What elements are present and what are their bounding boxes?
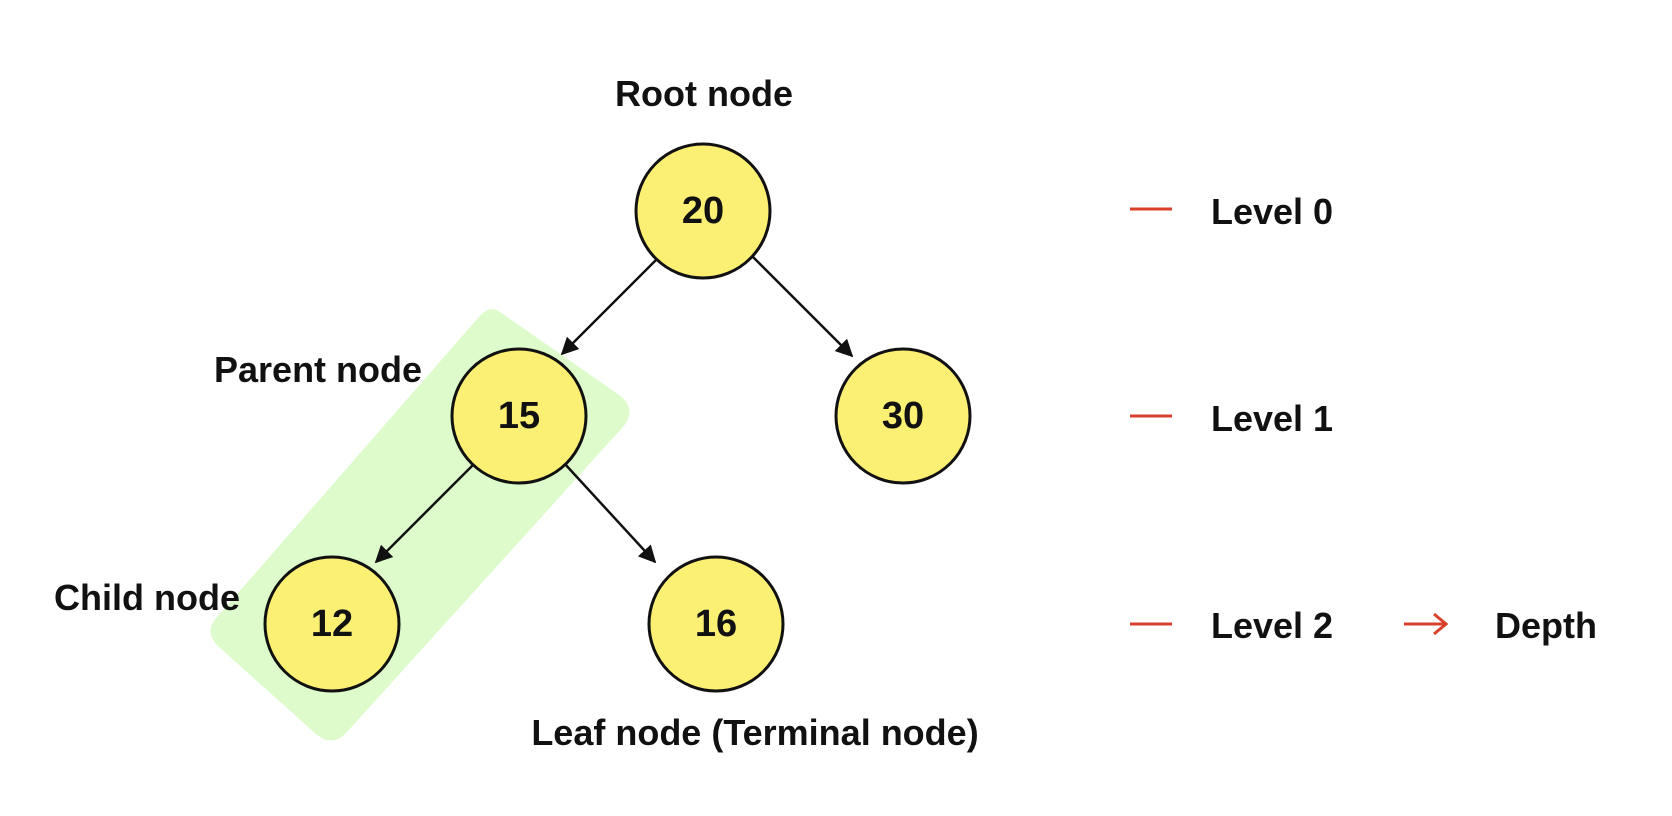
node-15-value: 15 <box>498 395 540 437</box>
child-node-label: Child node <box>54 577 240 618</box>
node-15: 15 <box>450 347 588 485</box>
edge-20-30 <box>751 255 854 358</box>
parent-node-label: Parent node <box>214 349 422 390</box>
node-20-value: 20 <box>682 190 724 232</box>
root-node-label: Root node <box>615 73 793 114</box>
node-30-value: 30 <box>882 395 924 437</box>
edge-15-12 <box>374 463 475 564</box>
node-12: 12 <box>263 555 401 693</box>
node-12-value: 12 <box>311 603 353 645</box>
edge-20-15 <box>560 259 657 356</box>
depth-arrow-icon <box>1404 612 1449 636</box>
node-16: 16 <box>647 555 785 693</box>
depth-label: Depth <box>1495 605 1597 646</box>
level-1-label: Level 1 <box>1211 398 1333 439</box>
level-0-label: Level 0 <box>1211 191 1333 232</box>
node-30: 30 <box>834 347 972 485</box>
node-16-value: 16 <box>695 603 737 645</box>
edge-15-16 <box>563 462 657 564</box>
node-20: 20 <box>634 142 772 280</box>
leaf-node-label: Leaf node (Terminal node) <box>531 712 978 753</box>
level-2-label: Level 2 <box>1211 605 1333 646</box>
